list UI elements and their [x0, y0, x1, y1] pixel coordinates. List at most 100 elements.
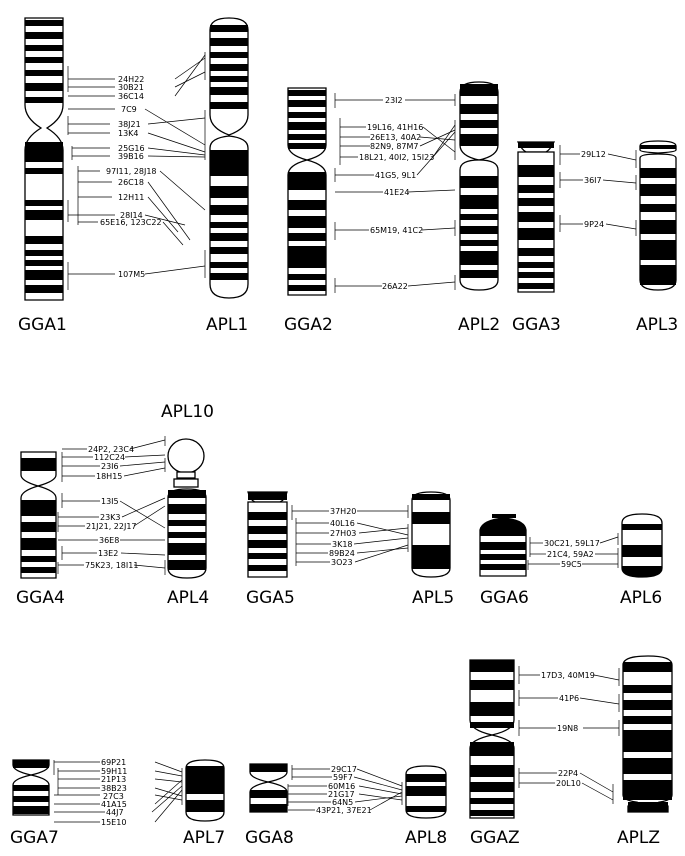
apl1-label: APL1 — [206, 315, 248, 335]
pair5-connectors — [291, 505, 409, 566]
apl10-label: APL10 — [161, 402, 214, 422]
gga3-label: GGA3 — [512, 315, 561, 335]
bac-clone-label: 24P2, 23C4 — [88, 445, 134, 454]
pair3-connectors — [559, 145, 637, 236]
apl4-chromosome — [167, 488, 207, 579]
bac-clone-label: 23K3 — [100, 513, 121, 522]
bac-clone-label: 30C21, 59L17 — [544, 539, 600, 548]
bac-clone-label: 89B24 — [329, 549, 355, 558]
pair1-bac-labels: 24H22 30B21 36C14 7C9 38J21 13K4 25G16 3… — [100, 75, 162, 279]
bac-clone-label: 13K4 — [118, 129, 139, 138]
bac-clone-label: 28I14 — [120, 211, 143, 220]
bac-clone-label: 21P13 — [101, 775, 126, 784]
bac-clone-label: 23I2 — [385, 96, 403, 105]
gga6-label: GGA6 — [480, 588, 529, 608]
apl7-chromosome — [185, 759, 225, 822]
apl4-label: APL4 — [167, 588, 209, 608]
bac-clone-label: 29C17 — [331, 765, 357, 774]
bac-clone-label: 112C24 — [94, 453, 125, 462]
apl2-label: APL2 — [458, 315, 500, 335]
bac-clone-label: 30B21 — [118, 83, 144, 92]
gga1-label: GGA1 — [18, 315, 67, 335]
apl5-label: APL5 — [412, 588, 454, 608]
pair6-connectors — [527, 533, 619, 570]
bac-clone-label: 13I5 — [101, 497, 119, 506]
gga2-chromosome — [287, 87, 327, 296]
bac-clone-label: 12H11 — [118, 193, 144, 202]
bac-clone-label: 19L16, 41H16 — [367, 123, 423, 132]
pair8-connectors — [287, 765, 403, 811]
bac-clone-label: 41E24 — [384, 188, 409, 197]
bac-clone-label: 37H20 — [330, 507, 356, 516]
pair6-bac-labels: 30C21, 59L17 21C4, 59A2 59C5 — [544, 539, 600, 569]
bac-clone-label: 21G17 — [328, 790, 355, 799]
apl8-label: APL8 — [405, 828, 447, 848]
bac-clone-label: 27H03 — [330, 529, 356, 538]
bac-clone-label: 65E16, 123C22 — [100, 218, 162, 227]
bac-clone-label: 59F7 — [333, 773, 353, 782]
bac-clone-label: 24H22 — [118, 75, 144, 84]
gga5-chromosome — [247, 491, 288, 578]
bac-clone-label: 36E8 — [99, 536, 119, 545]
bac-clone-label: 82N9, 87M7 — [370, 142, 419, 151]
aplz-chromosome — [622, 655, 673, 813]
pair5-bac-labels: 37H20 40L16 27H03 3K18 89B24 3O23 — [329, 507, 356, 567]
pair2-bac-labels: 23I2 19L16, 41H16 26E13, 40A2 82N9, 87M7… — [359, 96, 434, 291]
pair1-connectors — [67, 52, 206, 290]
apl8-chromosome — [405, 765, 447, 819]
pair7-bac-labels: 69P21 59H11 21P13 38B23 27C3 41A15 44J7 … — [101, 758, 127, 827]
bac-clone-label: 75K23, 18I11 — [85, 561, 138, 570]
ggaz-chromosome — [469, 659, 515, 819]
gga5-label: GGA5 — [246, 588, 295, 608]
bac-clone-label: 43P21, 37E21 — [316, 806, 372, 815]
apl2-chromosome — [459, 81, 499, 291]
bac-clone-label: 18L21, 40I2, 15I23 — [359, 153, 434, 162]
pairz-connectors — [518, 666, 620, 804]
bac-clone-label: 36C14 — [118, 92, 144, 101]
bac-clone-label: 41G5, 9L1 — [375, 171, 416, 180]
gga4-chromosome — [20, 451, 57, 579]
bac-clone-label: 97I11, 28J18 — [106, 167, 157, 176]
bac-clone-label: 3K18 — [332, 540, 353, 549]
pair7-connectors — [53, 760, 183, 823]
bac-clone-label: 40L16 — [330, 519, 355, 528]
bac-clone-label: 65M19, 41C2 — [370, 226, 423, 235]
bac-clone-label: 26C18 — [118, 178, 144, 187]
bac-clone-label: 60M16 — [328, 782, 355, 791]
bac-clone-label: 25G16 — [118, 144, 145, 153]
bac-clone-label: 59C5 — [561, 560, 582, 569]
gga3-chromosome — [516, 141, 556, 293]
bac-clone-label: 41P6 — [559, 694, 579, 703]
bac-clone-label: 41A15 — [101, 800, 127, 809]
bac-clone-label: 21J21, 22J17 — [86, 522, 137, 531]
bac-clone-label: 27C3 — [103, 792, 124, 801]
apl5-chromosome — [411, 491, 451, 578]
bac-clone-label: 7C9 — [121, 105, 137, 114]
bac-clone-label: 38J21 — [118, 120, 141, 129]
pair2-connectors — [334, 93, 456, 293]
bac-clone-label: 19N8 — [557, 724, 578, 733]
bac-clone-label: 21C4, 59A2 — [547, 550, 594, 559]
bac-clone-label: 29L12 — [581, 150, 606, 159]
apl1-chromosome — [209, 17, 249, 299]
bac-clone-label: 20L10 — [556, 779, 581, 788]
bac-clone-label: 64N5 — [332, 798, 353, 807]
aplz-label: APLZ — [617, 828, 660, 848]
bac-clone-label: 18H15 — [96, 472, 122, 481]
apl6-label: APL6 — [620, 588, 662, 608]
pair3-bac-labels: 29L12 36I7 9P24 — [581, 150, 606, 229]
gga7-label: GGA7 — [10, 828, 59, 848]
gga7-chromosome — [12, 759, 50, 816]
apl3-label: APL3 — [636, 315, 678, 335]
bac-clone-label: 13E2 — [98, 549, 118, 558]
apl10-chromosome — [167, 438, 205, 488]
bac-clone-label: 44J7 — [106, 808, 124, 817]
bac-clone-label: 17D3, 40M19 — [541, 671, 595, 680]
bac-clone-label: 3O23 — [331, 558, 353, 567]
bac-clone-label: 22P4 — [558, 769, 578, 778]
pair4-bac-labels: 24P2, 23C4 112C24 23I6 18H15 13I5 23K3 2… — [85, 445, 138, 570]
bac-clone-label: 36I7 — [584, 176, 602, 185]
pairz-bac-labels: 17D3, 40M19 41P6 19N8 22P4 20L10 — [541, 671, 595, 788]
apl3-chromosome — [639, 140, 677, 291]
